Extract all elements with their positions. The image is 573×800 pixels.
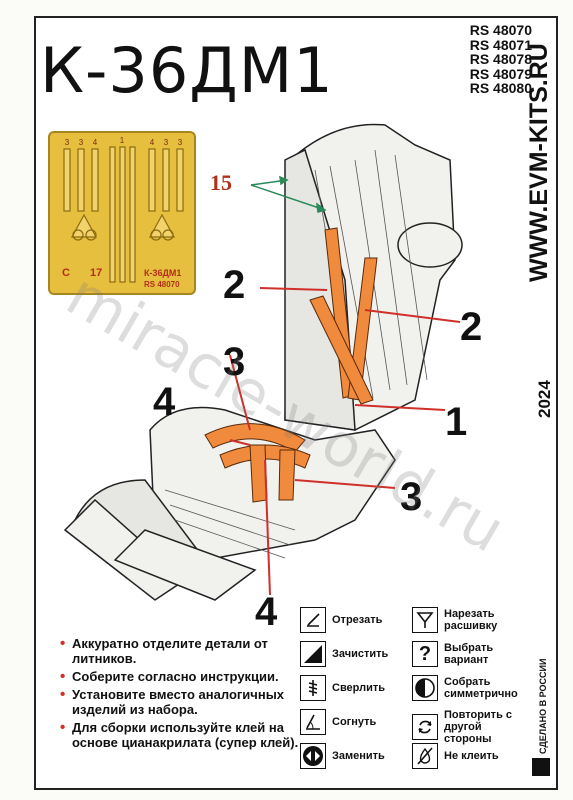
callout-3: 3 bbox=[223, 340, 245, 384]
legend-symmetric: Собрать симметрично bbox=[412, 675, 530, 701]
legend-no-glue: Не клеить bbox=[412, 743, 499, 769]
fret-number: 1 bbox=[120, 136, 125, 145]
bend-icon bbox=[300, 709, 326, 735]
symmetric-icon bbox=[412, 675, 438, 701]
fret-number: 3 bbox=[164, 138, 169, 147]
repeat-icon bbox=[412, 714, 438, 740]
legend-label: Сверлить bbox=[332, 682, 386, 694]
legend-label: Выбрать вариант bbox=[444, 642, 494, 666]
legend-choose: ? Выбрать вариант bbox=[412, 641, 530, 667]
legend-cut: Отрезать bbox=[300, 607, 382, 633]
legend-label: Собрать симметрично bbox=[444, 676, 518, 700]
question-icon: ? bbox=[412, 641, 438, 667]
cut-thread-icon bbox=[412, 607, 438, 633]
clean-icon bbox=[300, 641, 326, 667]
product-code: RS 48080 bbox=[469, 80, 532, 96]
website-label: WWW.EVM-KITS.RU bbox=[525, 43, 553, 282]
fret-number: 3 bbox=[178, 138, 183, 147]
instruction-item: Установите вместо аналогичных изделий из… bbox=[60, 687, 300, 717]
year-label: 2024 bbox=[535, 380, 554, 418]
website-text: WWW.EVM-KITS.RU bbox=[525, 43, 553, 282]
legend-label: Согнуть bbox=[332, 716, 377, 728]
instruction-item: Аккуратно отделите детали от литников. bbox=[60, 636, 300, 666]
legend-cut-thread: Нарезать расшивку bbox=[412, 607, 530, 633]
fret-number: 4 bbox=[150, 138, 155, 147]
fret-number: 4 bbox=[93, 138, 98, 147]
fret-number: 3 bbox=[79, 138, 84, 147]
product-code: RS 48070 bbox=[469, 22, 532, 38]
callout-2: 2 bbox=[460, 305, 482, 349]
ejection-seat-illustration: 15 2 2 3 4 1 3 4 bbox=[63, 123, 482, 634]
product-code: RS 48078 bbox=[469, 51, 532, 67]
fret-code: RS 48070 bbox=[144, 280, 180, 289]
callout-1: 1 bbox=[445, 400, 467, 444]
legend-bend: Согнуть bbox=[300, 709, 376, 735]
callout-4: 4 bbox=[153, 380, 176, 424]
drill-icon bbox=[300, 675, 326, 701]
legend-label: Не клеить bbox=[444, 750, 499, 762]
product-codes: RS 48070 RS 48071 RS 48078 RS 48079 RS 4… bbox=[437, 23, 532, 96]
legend-label: Отрезать bbox=[332, 614, 383, 626]
legend-label: Заменить bbox=[332, 750, 385, 762]
product-code: RS 48071 bbox=[469, 36, 532, 53]
made-in-text: СДЕЛАНО В РОССИИ bbox=[538, 659, 548, 754]
instruction-item: Соберите согласно инструкции. bbox=[60, 669, 300, 684]
legend-label: Зачистить bbox=[332, 648, 389, 660]
callout-3: 3 bbox=[400, 475, 422, 519]
made-in-russia-mark bbox=[532, 758, 550, 776]
product-code: RS 48079 bbox=[469, 65, 532, 82]
legend-replace: Заменить bbox=[300, 743, 385, 769]
legend-label: Повторить с другой стороны bbox=[444, 709, 513, 745]
instruction-item: Для сборки используйте клей на основе ци… bbox=[60, 720, 300, 750]
photo-etch-fret: 3 3 4 1 4 3 3 C 17 К-36ДМ1 RS 48070 bbox=[48, 131, 196, 295]
year-text: 2024 bbox=[535, 380, 554, 418]
replace-icon bbox=[300, 743, 326, 769]
fret-id: 17 bbox=[90, 267, 102, 279]
callout-4: 4 bbox=[255, 590, 278, 634]
legend-clean: Зачистить bbox=[300, 641, 388, 667]
fret-letter: C bbox=[62, 267, 70, 279]
page-title: К-36ДМ1 bbox=[40, 34, 334, 107]
made-in-russia-label: СДЕЛАНО В РОССИИ bbox=[532, 659, 550, 776]
instructions-list: Аккуратно отделите детали от литников. С… bbox=[60, 636, 300, 753]
legend-label: Нарезать расшивку bbox=[444, 608, 498, 632]
fret-name: К-36ДМ1 bbox=[144, 268, 181, 278]
cut-icon bbox=[300, 607, 326, 633]
legend-drill: Сверлить bbox=[300, 675, 385, 701]
fret-number: 3 bbox=[65, 138, 70, 147]
no-glue-icon bbox=[412, 743, 438, 769]
fret-drawing: 3 3 4 1 4 3 3 C 17 К-36ДМ1 RS 48070 bbox=[62, 136, 184, 289]
legend-repeat: Повторить с другой стороны bbox=[412, 709, 530, 745]
callout-15: 15 bbox=[210, 170, 232, 195]
callout-2: 2 bbox=[223, 263, 245, 307]
